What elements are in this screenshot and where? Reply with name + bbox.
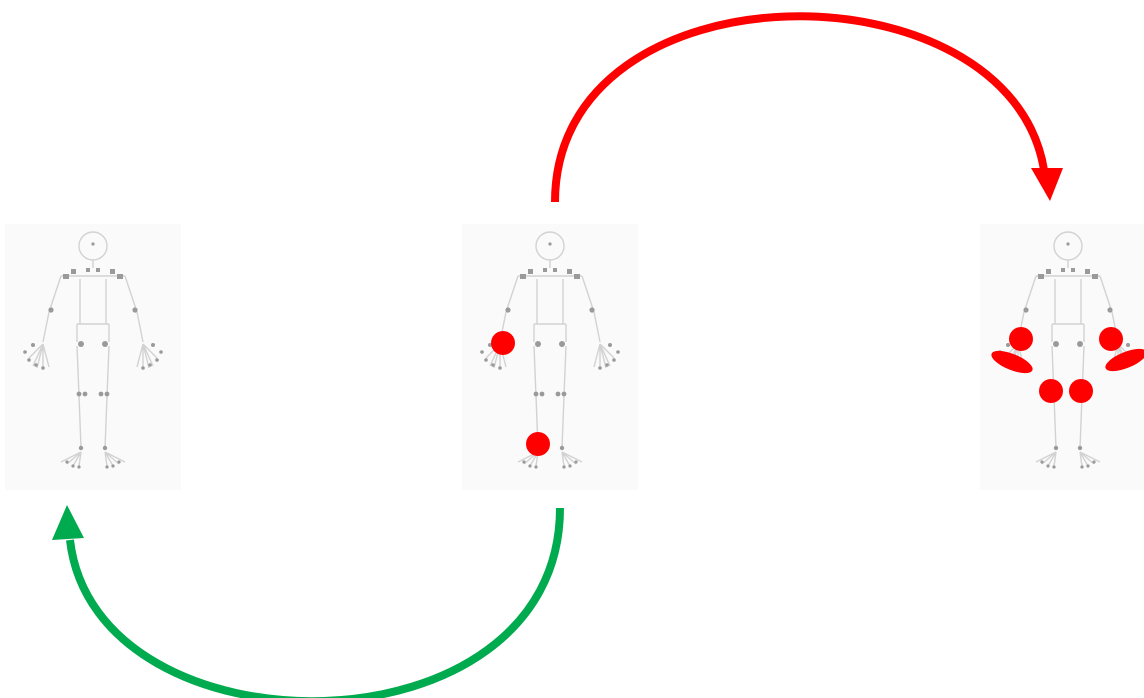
flare-marker [491,331,515,355]
flare-marker [1105,348,1144,372]
figure-baseline [4,223,182,491]
flare-marker [1069,379,1093,403]
figure-worse [979,223,1144,491]
flare-marker [1099,327,1123,351]
arrowhead-icon [1031,168,1063,201]
improve-arrow [52,505,564,698]
curved-arrow-icon [66,507,564,698]
flare-marker [1009,327,1033,351]
skeleton-joint-map-icon [461,223,639,491]
figure-middle [461,223,639,491]
skeleton-joint-map-icon [4,223,182,491]
arrowhead-icon [52,505,84,540]
flare-marker [526,432,550,456]
flare-marker [1039,379,1063,403]
curved-arrow-icon [551,12,1048,203]
flare-marker [991,350,1033,374]
worsen-arrow [551,12,1063,203]
